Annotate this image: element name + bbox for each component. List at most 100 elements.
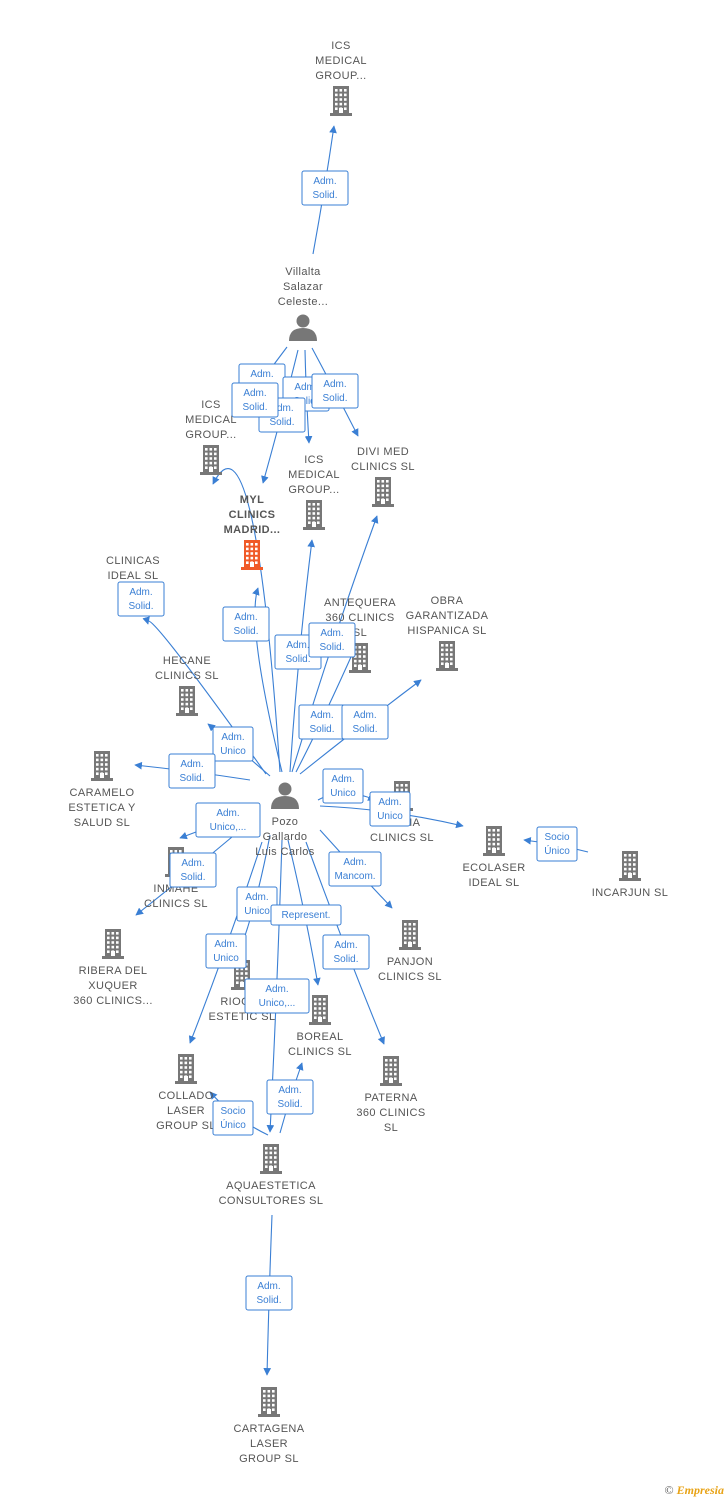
edge-label-pozo-hecane[interactable]: Adm.Unico [212,726,254,762]
edge-label-text: Adm. [181,858,204,869]
edge-label-pozo-aquaestetica[interactable]: Adm.Unico,... [244,978,310,1014]
edge-label-text: Unico [213,953,239,964]
edge-label-pozo-nemia[interactable]: Adm.Unico [322,768,364,804]
edge-label-text: Solid. [312,190,337,201]
building-icon [303,500,325,530]
edge-label-pozo-myl[interactable]: Adm.Solid. [222,606,270,642]
edge-label-pozo-clinicas[interactable]: Adm.Solid. [117,581,165,617]
node-ics_mid[interactable]: ICSMEDICALGROUP... [288,454,340,530]
edge-label-pozo-paterna[interactable]: Adm.Solid. [322,934,370,970]
edge-label-text: Adm. [378,797,401,808]
node-label-line: ICS [331,40,351,52]
edge-label-text: Adm. [250,369,273,380]
edge-label-text: Adm. [245,892,268,903]
edge-label-text: Adm. [313,176,336,187]
node-label-line: IDEAL SL [468,877,519,889]
node-myl[interactable]: MYLCLINICSMADRID... [224,494,281,570]
node-label-line: HISPANICA SL [407,625,486,637]
edge-label-text: Adm. [294,382,317,393]
node-label-line: PATERNA [364,1092,417,1104]
edge-label-pozo-collado[interactable]: Adm.Unico [205,933,247,969]
node-label-line: Gallardo [263,831,308,843]
edge-label-text: Solid. [309,724,334,735]
person-icon [289,314,317,341]
node-label-line: 360 CLINICS... [73,995,153,1007]
edge-label-pozo-ribera[interactable]: Adm.Solid. [169,852,217,888]
node-label-line: Villalta [285,266,321,278]
edge-label-text: Adm. [331,774,354,785]
building-icon [91,751,113,781]
edge-label-pozo-panjon[interactable]: Adm.Mancom. [328,851,382,887]
node-label-line: CLINICS SL [144,898,208,910]
node-label-line: LASER [250,1438,288,1450]
node-label-line: XUQUER [88,980,137,992]
edge-label-pozo-inmahe[interactable]: Adm.Unico,... [195,802,261,838]
edge-label-pozo-antequera[interactable]: Adm.Solid. [298,704,346,740]
edge-label-text: Solid. [277,1099,302,1110]
edge-label-text: Adm. [234,612,257,623]
node-label-line: RIBERA DEL [79,965,148,977]
edge-label-pozo-ics_left[interactable]: Adm.Solid. [231,382,279,418]
node-label-line: INCARJUN SL [592,887,669,899]
edge-label-pozo-boreal[interactable]: Represent. [270,904,342,926]
node-label-line: Salazar [283,281,323,293]
edge-label-text: Socio [220,1106,245,1117]
edge-label-pozo-riocal[interactable]: Adm.Unico [236,886,278,922]
node-label-line: Pozo [272,816,299,828]
building-icon [309,995,331,1025]
building-icon [349,643,371,673]
brand-logo: Empresia [676,1483,724,1497]
node-label-line: CLINICS SL [351,461,415,473]
node-ribera[interactable]: RIBERA DEL XUQUER 360 CLINICS... [73,929,153,1007]
edge-label-aquaestetica-boreal[interactable]: Adm. Solid. [266,1079,314,1115]
edge-label-villalta-divimed[interactable]: Adm.Solid. [311,373,359,409]
edge-label-text: Solid. [179,773,204,784]
edge-pozo-myl [252,587,283,773]
node-label-line: 360 CLINICS [325,612,394,624]
edge-label-villalta-ics_top[interactable]: Adm. Solid. [301,170,349,206]
building-icon [102,929,124,959]
node-incarjun[interactable]: INCARJUN SL [592,851,669,899]
node-label-line: CLINICS SL [370,832,434,844]
edge-label-text: Adm. [320,628,343,639]
edge-label-text: Solid. [285,654,310,665]
edge-label-text: Adm. [286,640,309,651]
node-label-line: DIVI MED [357,446,409,458]
node-ics_top[interactable]: ICSMEDICALGROUP... [315,40,367,116]
edge-label-text: Socio [544,832,569,843]
node-divimed[interactable]: DIVI MED CLINICS SL [351,446,415,507]
edge-label-text: Solid. [293,396,318,407]
edge-label-text: Adm. [216,808,239,819]
edge-label-text: Unico [220,746,246,757]
footer-brand[interactable]: © Empresia [665,1483,724,1498]
edge-label-text: Adm. [270,403,293,414]
node-label-line: Celeste... [278,296,328,308]
edge-label-pozo-obra[interactable]: Adm.Solid. [341,704,389,740]
node-label-line: ANTEQUERA [324,597,396,609]
node-ics_left[interactable]: ICSMEDICALGROUP... [185,399,237,475]
edge-label-text: Solid. [322,393,347,404]
edge-label-text: Adm. [278,1085,301,1096]
edge-label-pozo-ecolaser[interactable]: Adm.Unico [369,791,411,827]
edge-label-pozo-caramelo[interactable]: Adm.Solid. [168,753,216,789]
node-villalta[interactable]: VillaltaSalazarCeleste... [278,266,328,341]
edge-label-pozo-divimed[interactable]: Adm.Solid. [308,622,356,658]
edge-label-text: Represent. [282,910,331,921]
edge-label-text: Único [220,1118,246,1131]
edge-label-aquaestetica-cartagena[interactable]: Adm.Solid. [245,1275,293,1311]
